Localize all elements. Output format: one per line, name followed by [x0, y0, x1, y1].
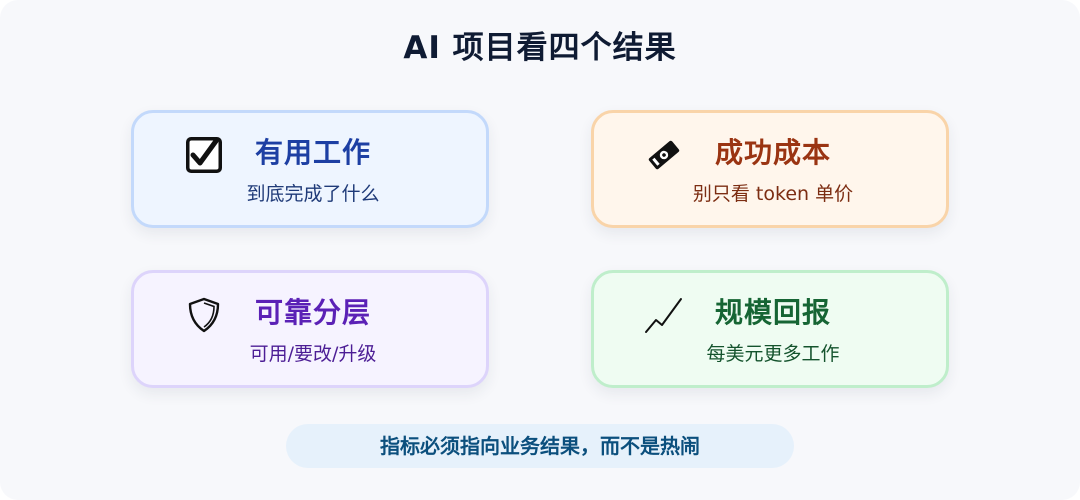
card-title: 有用工作	[254, 136, 371, 169]
card-scale-return: 规模回报 每美元更多工作	[591, 270, 949, 388]
trend-up-icon	[644, 295, 684, 335]
card-reliability-tiers: 可靠分层 可用/要改/升级	[131, 270, 489, 388]
checkbox-checked-icon	[184, 135, 224, 175]
card-title: 可靠分层	[254, 296, 371, 329]
card-useful-work: 有用工作 到底完成了什么	[131, 110, 489, 228]
money-icon	[644, 135, 684, 175]
card-title: 成功成本	[714, 136, 831, 169]
diagram-title: AI 项目看四个结果	[403, 30, 677, 66]
card-title: 规模回报	[714, 296, 831, 329]
card-subtitle: 可用/要改/升级	[249, 343, 377, 365]
footer-banner: 指标必须指向业务结果，而不是热闹	[286, 424, 794, 468]
card-subtitle: 到底完成了什么	[246, 183, 380, 205]
card-success-cost: 成功成本 别只看 token 单价	[591, 110, 949, 228]
card-subtitle: 别只看 token 单价	[692, 183, 854, 205]
card-subtitle: 每美元更多工作	[706, 343, 840, 365]
shield-icon	[184, 295, 224, 335]
